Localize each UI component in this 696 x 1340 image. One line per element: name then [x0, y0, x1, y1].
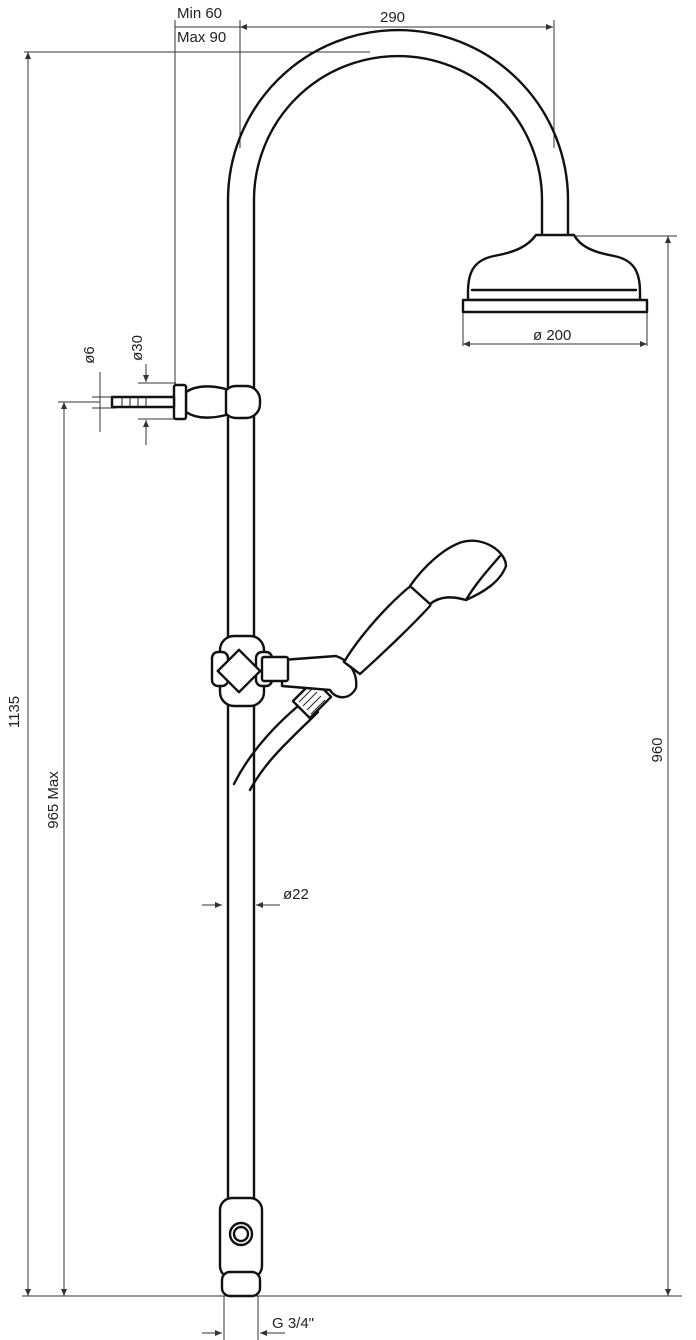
- dimension-labels: Min 60 Max 90 290 ø 200 ø22 G 3/4" 1135 …: [6, 5, 666, 1332]
- wall-bracket: [110, 383, 262, 421]
- inlet-nut: [220, 1270, 262, 1298]
- slider-connector: [260, 655, 290, 683]
- hose-lower-contour: [248, 710, 320, 792]
- hose-upper-contour: [232, 704, 300, 786]
- wall-bracket-flange: [172, 383, 188, 421]
- hose-ferrule-rib: [306, 695, 322, 711]
- hose-ferrule-rib: [310, 699, 326, 715]
- max-reach-label: Max 90: [177, 29, 226, 46]
- hand-shower-head: [408, 539, 508, 606]
- shower-head-rim: [461, 298, 649, 314]
- hose-ferrule-rib: [298, 687, 314, 703]
- inlet-thread-label: G 3/4": [272, 1315, 314, 1332]
- dimension-lines: [22, 20, 682, 1340]
- hand-shower-holder-arm: [280, 654, 358, 699]
- slider-lock-nut: [216, 648, 262, 694]
- wall-bracket-arm: [184, 385, 228, 419]
- hand-shower: [280, 539, 508, 699]
- head-height-label: 960: [649, 737, 666, 762]
- arm-length-label: 290: [380, 9, 405, 26]
- shower-pipe: [226, 28, 570, 1207]
- wall-bracket-clamp: [220, 384, 262, 420]
- total-height-label: 1135: [6, 696, 23, 728]
- pipe-outer-contour: [226, 28, 570, 1207]
- pipe-diameter-label: ø22: [283, 886, 309, 903]
- wall-bracket-pin: [110, 395, 176, 409]
- head-diameter-label: ø 200: [533, 327, 571, 344]
- hose-ferrule-rib: [302, 691, 318, 707]
- max-height-label: 965 Max: [45, 771, 62, 829]
- inlet-hole-inner: [232, 1225, 250, 1243]
- slider-holder: [210, 634, 290, 708]
- hand-shower-handle: [342, 583, 433, 676]
- min-reach-label: Min 60: [177, 5, 222, 22]
- pin-diameter-label: ø6: [81, 346, 98, 364]
- wall-inlet-base: [218, 1196, 264, 1298]
- shower-head: [461, 233, 649, 314]
- bracket-diameter-label: ø30: [129, 335, 146, 361]
- hand-shower-face: [464, 554, 502, 602]
- pipe-inner-contour: [252, 54, 544, 1207]
